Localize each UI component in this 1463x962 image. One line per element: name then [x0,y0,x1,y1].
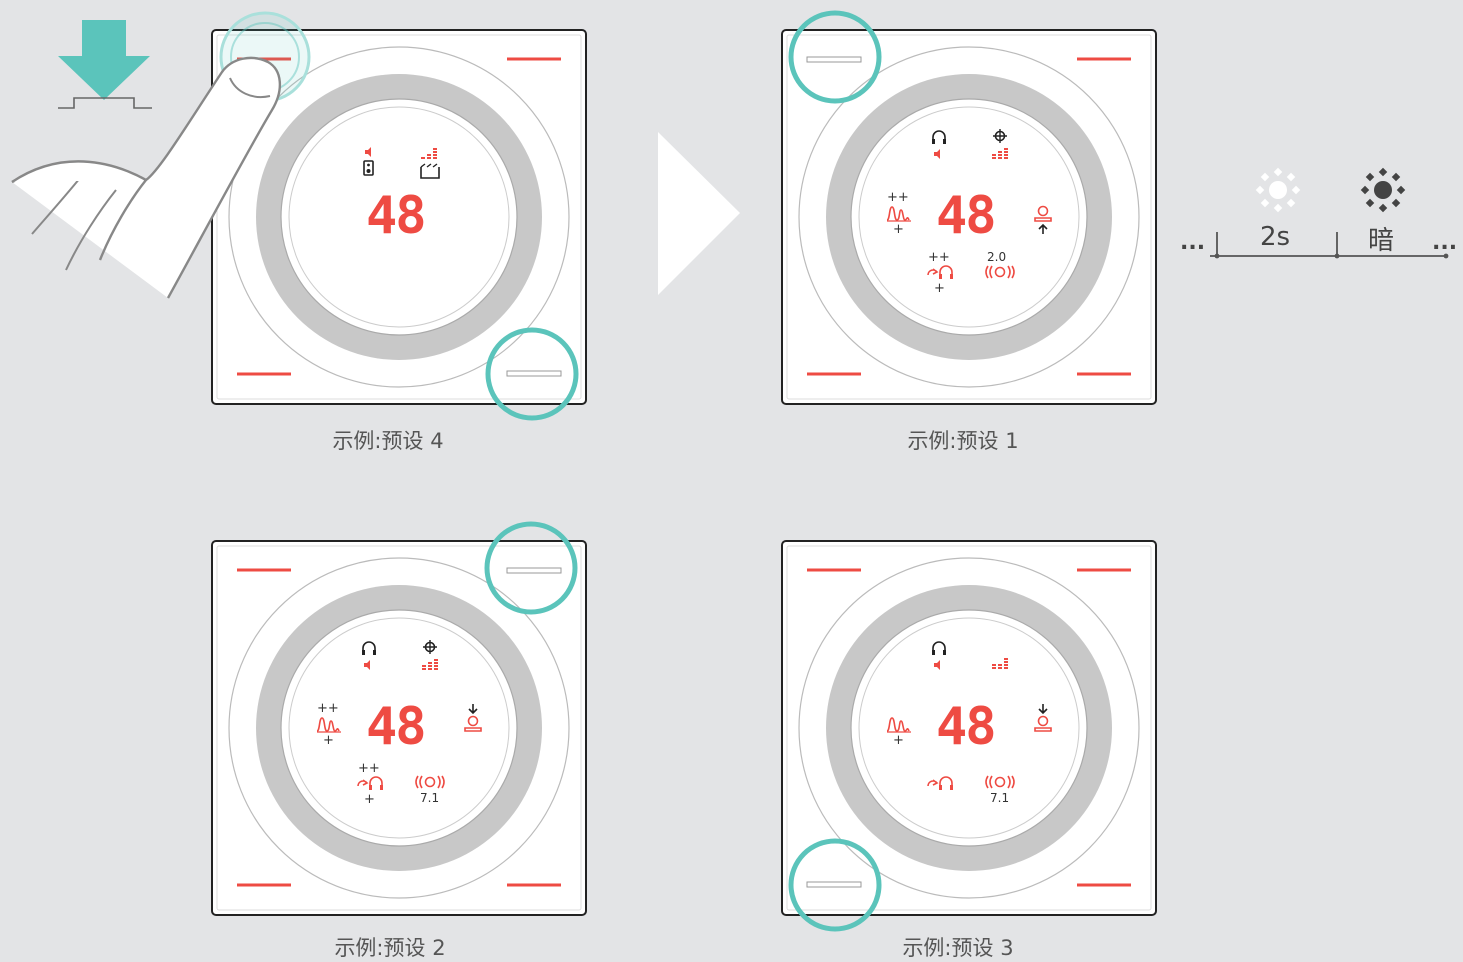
timeline-dim-label: 暗 [1368,226,1395,256]
device-panel-preset-4: 48 [206,29,592,405]
sidetone-icon [927,265,953,279]
equalizer-icon [992,658,1008,669]
stereo-mode-label: 2.0 [987,250,1007,264]
plus-label: + [364,792,375,807]
transition-arrow-icon [658,132,740,295]
level-readout: 48 [936,697,997,757]
timeline-ellipsis-left: ... [1180,230,1206,255]
plus-label: + [893,733,904,748]
plus-plus-label: ++ [928,250,950,265]
panel-caption: 示例:预设 1 [907,429,1019,453]
press-down-arrow-icon [58,20,152,109]
surround-icon [985,265,1015,279]
bass-wave-icon [886,717,911,733]
surround-icon [415,775,445,789]
panel-caption: 示例:预设 2 [334,936,446,960]
highlight-circle [788,10,882,104]
bass-wave-icon [316,717,341,733]
mic-down-icon [464,704,482,732]
headset-icon [932,641,946,670]
timeline-ellipsis-right: ... [1432,230,1458,255]
bass-wave-icon [886,206,911,222]
equalizer-icon [420,148,440,179]
surround-icon [985,775,1015,789]
mic-down-icon [1034,704,1052,732]
level-readout: 48 [366,697,427,757]
level-readout: 48 [366,186,427,246]
device-panel-preset-3: + 48 7.1 [776,540,1162,916]
highlight-circle [485,327,579,421]
panel-caption: 示例:预设 4 [332,429,444,453]
sidetone-icon [927,776,953,790]
panel-caption: 示例:预设 3 [902,936,1014,960]
crosshair-eq-icon [992,129,1008,159]
dim-light-icon [1360,167,1406,213]
device-panel-preset-2: ++ + 48 ++ + 7.1 [206,540,592,916]
plus-label: + [934,281,945,296]
plus-plus-label: ++ [887,190,909,205]
surround-mode-label: 7.1 [990,791,1010,805]
hand-icon [11,56,281,299]
mic-up-icon [1034,205,1052,234]
speaker-mode-icon [363,147,374,176]
plus-plus-label: ++ [358,761,380,776]
plus-label: + [323,733,334,748]
surround-mode-label: 7.1 [420,791,440,805]
plus-plus-label: ++ [317,701,339,716]
highlight-circle [788,838,882,932]
plus-label: + [893,222,904,237]
timeline-delay-label: 2s [1260,222,1291,252]
sidetone-icon [357,776,383,790]
crosshair-eq-icon [422,640,438,670]
headset-icon [932,130,946,159]
device-panel-preset-1: ++ + 48 ++ + 2.0 [776,29,1162,405]
brightness-timeline [1210,232,1449,259]
highlight-circle [484,521,578,615]
level-readout: 48 [936,186,997,246]
bright-light-icon [1255,167,1301,213]
headset-icon [362,641,376,670]
